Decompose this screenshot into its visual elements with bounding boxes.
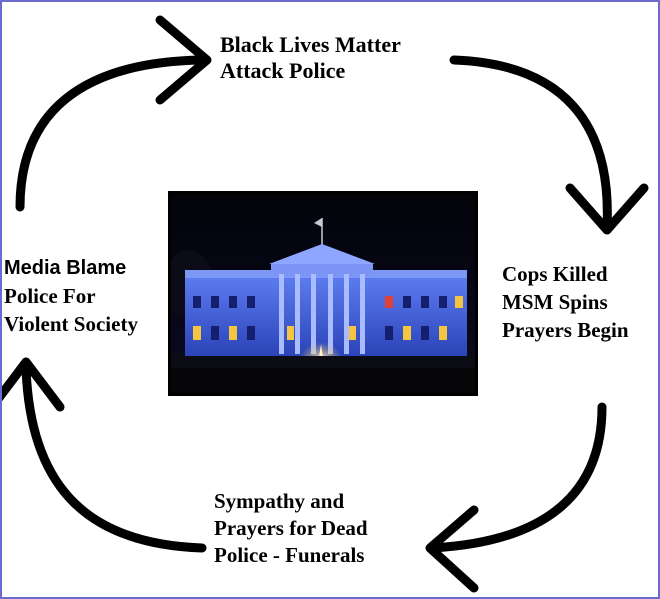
node-right-line-1: Cops Killed: [502, 262, 608, 286]
node-sympathy-prayers: Sympathy and Prayers for Dead Police - F…: [214, 488, 368, 569]
node-left-line-2: Police For: [4, 284, 96, 308]
arrow-to-top-head: [155, 15, 212, 105]
arrow-to-bottom-head: [425, 505, 479, 593]
arrow-to-right-head: [565, 183, 649, 235]
node-right-line-2: MSM Spins: [502, 290, 608, 314]
arrow-to-right: [449, 55, 612, 232]
node-top-line-1: Black Lives Matter: [220, 32, 401, 57]
node-top-line-2: Attack Police: [220, 58, 346, 83]
arrow-to-left-head: [2, 357, 65, 412]
node-media-blame: Media Blame Police For Violent Society: [4, 254, 138, 338]
node-left-line-1: Media Blame: [4, 257, 127, 279]
node-bottom-line-3: Police - Funerals: [214, 543, 365, 567]
arrow-to-top: [15, 55, 207, 212]
node-cops-killed: Cops Killed MSM Spins Prayers Begin: [502, 260, 629, 344]
white-house-photo: [168, 191, 478, 396]
arrow-to-bottom: [427, 402, 607, 553]
node-bottom-line-1: Sympathy and: [214, 489, 345, 513]
node-bottom-line-2: Prayers for Dead: [214, 516, 368, 540]
node-left-line-3: Violent Society: [4, 312, 138, 336]
white-house-illustration: [171, 194, 475, 393]
arrow-to-left: [21, 362, 207, 553]
node-black-lives-matter: Black Lives Matter Attack Police: [220, 32, 401, 84]
node-right-line-3: Prayers Begin: [502, 318, 629, 342]
